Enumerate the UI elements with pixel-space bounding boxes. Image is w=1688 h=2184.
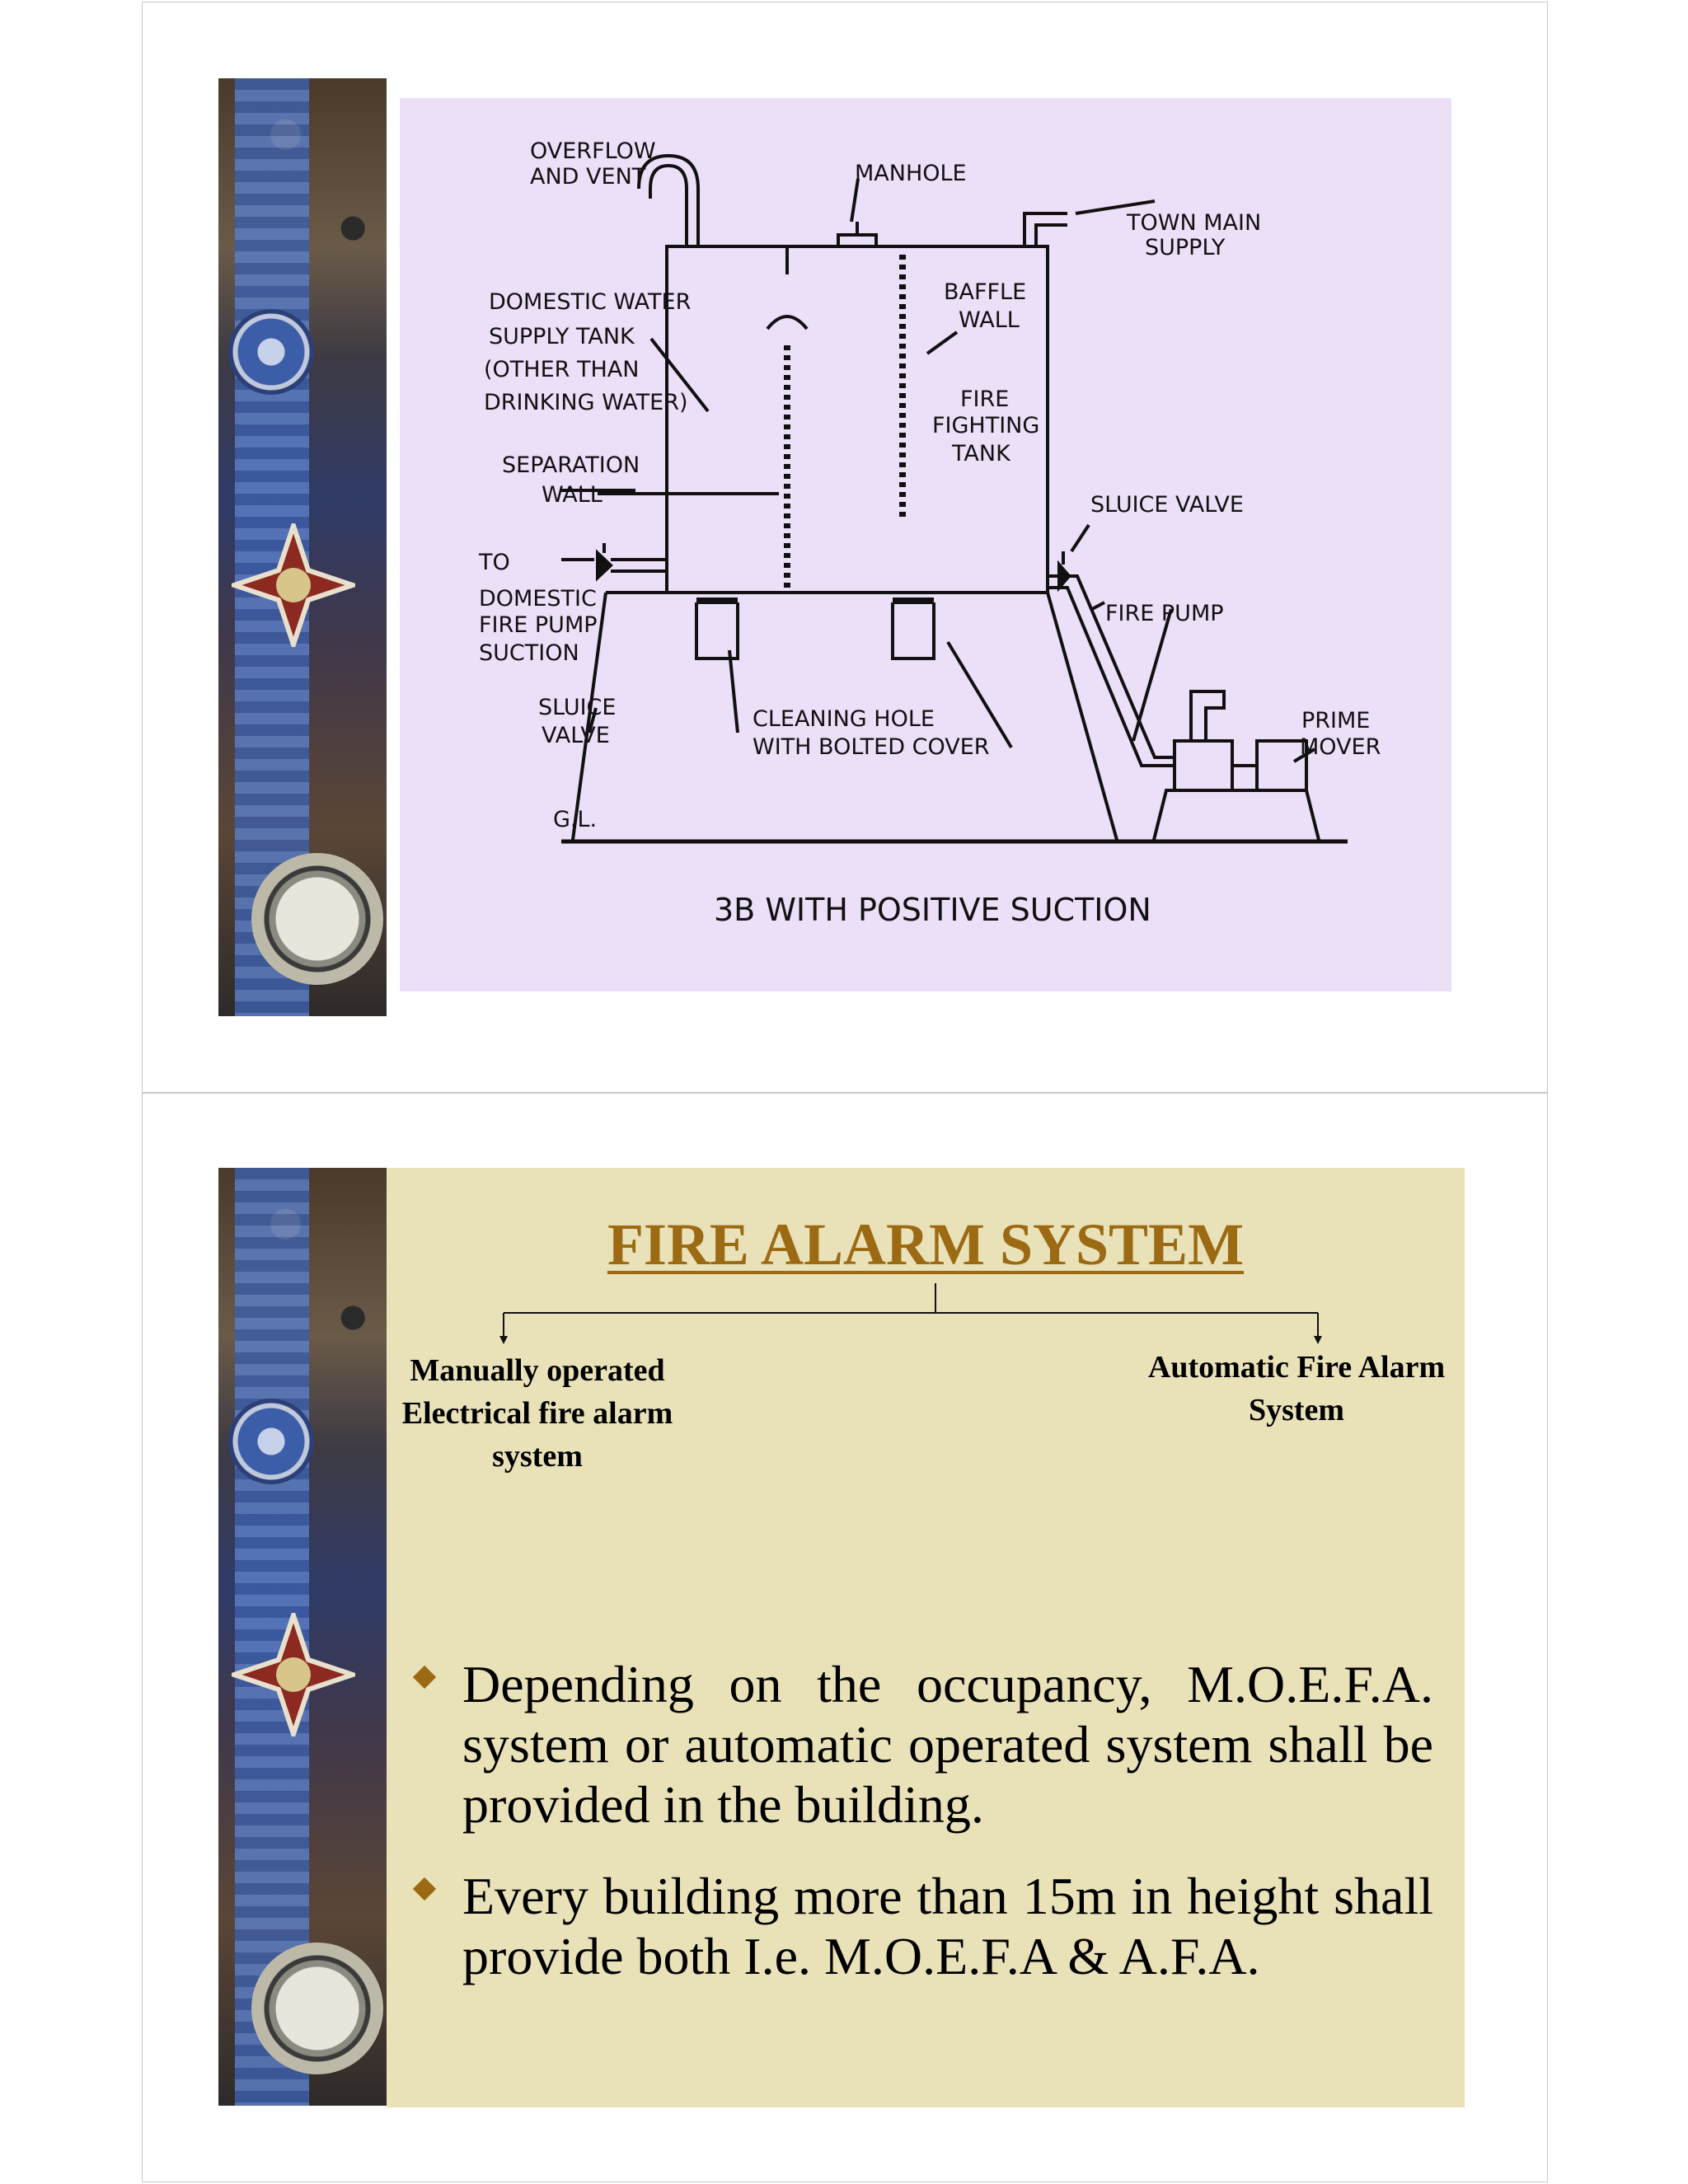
label-overflow-2: AND VENT: [530, 164, 646, 190]
label-separation-1: SEPARATION: [502, 452, 640, 478]
slide-fire-alarm-system: FIRE ALARM SYSTEM Manually operated Elec…: [142, 1093, 1548, 2182]
bullet-text: Every building more than 15m in height s…: [462, 1867, 1433, 1985]
tank-schematic: OVERFLOW AND VENT MANHOLE TOWN MAIN SUPP…: [478, 138, 1381, 928]
fire-tank-diagram: OVERFLOW AND VENT MANHOLE TOWN MAIN SUPP…: [400, 98, 1451, 991]
automatic-alarm-line-2: System: [1248, 1393, 1345, 1427]
fire-pump: [1173, 739, 1234, 792]
diamond-bullet-icon: [412, 1665, 437, 1690]
manual-alarm-branch: Manually operated Electrical fire alarm …: [387, 1349, 688, 1478]
label-sluice-right: SLUICE VALVE: [1090, 492, 1244, 518]
rosette-medal-image: [228, 309, 314, 395]
rosette-medal-image: [228, 1399, 314, 1484]
label-domestic-4: DRINKING WATER): [484, 390, 688, 415]
label-sluice-left-2: VALVE: [542, 723, 610, 748]
label-cleaning-1: CLEANING HOLE: [753, 706, 935, 732]
label-manhole: MANHOLE: [855, 161, 967, 186]
slide-title: FIRE ALARM SYSTEM: [607, 1212, 1245, 1277]
label-sluice-left-1: SLUICE: [538, 695, 616, 720]
label-baffle-2: WALL: [959, 307, 1020, 333]
label-overflow-1: OVERFLOW: [530, 138, 656, 164]
alarm-slide-content: FIRE ALARM SYSTEM Manually operated Elec…: [387, 1168, 1465, 2107]
label-separation-2: WALL: [542, 482, 603, 508]
compass-image: [251, 1943, 383, 2074]
cleaning-hole-right: [891, 602, 935, 660]
automatic-alarm-line-1: Automatic Fire Alarm: [1147, 1350, 1446, 1385]
automatic-alarm-branch: Automatic Fire Alarm System: [1128, 1346, 1465, 1432]
label-prime-mover-1: PRIME: [1301, 708, 1370, 733]
alarm-type-tree-connector: [499, 1283, 1322, 1344]
pump-base: [1152, 789, 1320, 841]
label-to-domestic-3: FIRE PUMP: [479, 612, 598, 638]
label-domestic-2: SUPPLY TANK: [489, 324, 635, 349]
bullet-item: Every building more than 15m in height s…: [411, 1866, 1433, 1986]
manual-alarm-line-3: system: [492, 1439, 583, 1474]
manual-alarm-line-2: Electrical fire alarm: [401, 1396, 673, 1431]
medal-decoration-strip: [218, 1168, 387, 2106]
label-ground-level: G.L.: [553, 807, 597, 832]
label-fire-tank-1: FIRE: [960, 387, 1009, 412]
label-fire-pump: FIRE PUMP: [1105, 601, 1224, 626]
medal-decoration-strip: [218, 78, 387, 1016]
manual-alarm-line-1: Manually operated: [410, 1353, 665, 1388]
label-fire-tank-2: FIGHTING: [932, 413, 1039, 438]
label-to-domestic-4: SUCTION: [479, 640, 579, 666]
label-to-domestic-1: TO: [478, 550, 510, 575]
cleaning-hole-left: [695, 602, 739, 660]
diamond-bullet-icon: [412, 1877, 437, 1901]
label-domestic-1: DOMESTIC WATER: [489, 289, 691, 315]
overflow-pipe: [649, 163, 688, 246]
bullet-item: Depending on the occupancy, M.O.E.F.A. s…: [411, 1654, 1433, 1835]
label-domestic-3: (OTHER THAN: [484, 357, 639, 382]
bullet-text: Depending on the occupancy, M.O.E.F.A. s…: [462, 1655, 1433, 1834]
label-baffle-1: BAFFLE: [944, 279, 1026, 305]
bullet-list: Depending on the occupancy, M.O.E.F.A. s…: [411, 1654, 1433, 2018]
compass-image: [251, 853, 383, 985]
diagram-caption: 3B WITH POSITIVE SUCTION: [714, 892, 1151, 928]
label-cleaning-2: WITH BOLTED COVER: [753, 734, 990, 760]
platform-outline: [606, 591, 1118, 841]
label-to-domestic-2: DOMESTIC: [479, 586, 597, 612]
town-main-pipe: [1023, 212, 1067, 246]
label-fire-tank-3: TANK: [951, 441, 1011, 466]
label-prime-mover-2: MOVER: [1300, 734, 1381, 760]
label-town-main-2: SUPPLY: [1145, 235, 1226, 260]
cross-medal-image: [232, 523, 355, 647]
cross-medal-image: [232, 1613, 355, 1736]
prime-mover: [1255, 739, 1308, 792]
label-town-main-1: TOWN MAIN: [1126, 210, 1261, 236]
slide-fire-tank-diagram: OVERFLOW AND VENT MANHOLE TOWN MAIN SUPP…: [142, 2, 1548, 1093]
